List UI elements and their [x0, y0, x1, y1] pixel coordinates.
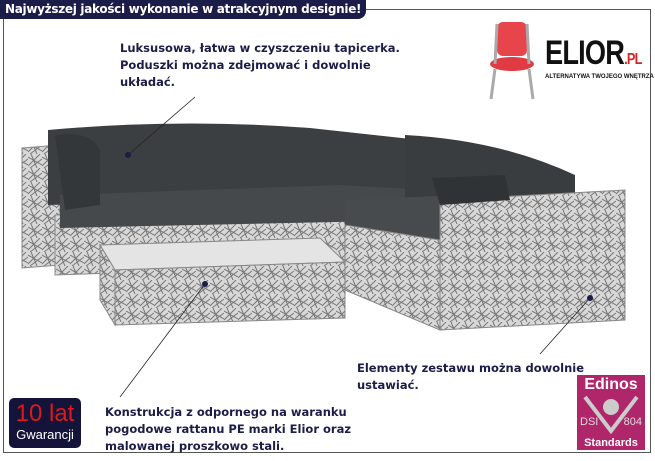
callout-dot-upholstery — [125, 152, 131, 158]
headline-banner: Najwyższej jakości wykonanie w atrakcyjn… — [0, 0, 366, 19]
note-construction: Konstrukcja z odpornego na waranku pogod… — [105, 405, 352, 453]
logo-wordmark: ELIOR.PL — [545, 34, 642, 72]
right-armrest — [439, 189, 626, 331]
side-pillow — [55, 134, 100, 210]
warranty-label: Gwarancji — [16, 427, 74, 442]
certificate-code-right: 804 — [623, 416, 642, 428]
right-pillow — [432, 175, 510, 205]
certificate-code-left: DSI — [580, 416, 599, 428]
callout-dot-construction — [202, 281, 208, 287]
certificate-emblem-icon — [583, 395, 639, 435]
logo-tagline: ALTERNATYWA TWOJEGO WNĘTRZA — [545, 74, 654, 80]
warranty-years: 10 lat — [15, 400, 75, 427]
certificate-name: Edinos — [584, 376, 638, 393]
warranty-badge: 10 lat Gwarancji — [9, 398, 81, 448]
note-upholstery: Luksusowa, łatwa w czyszczeniu tapicerka… — [120, 41, 400, 89]
note-arrangement: Elementy zestawu można dowolnie ustawiać… — [357, 361, 585, 392]
seat-cushions — [60, 185, 430, 228]
certificate-label: Standards — [584, 437, 638, 449]
chair-icon — [489, 22, 535, 100]
coffee-table-front — [114, 261, 346, 326]
elior-logo: ELIOR.PL ALTERNATYWA TWOJEGO WNĘTRZA — [485, 14, 654, 104]
callout-dot-arrangement — [587, 295, 593, 301]
edinos-certificate-badge: Edinos DSI 804 Standards — [577, 375, 645, 450]
corner-base — [344, 224, 441, 331]
